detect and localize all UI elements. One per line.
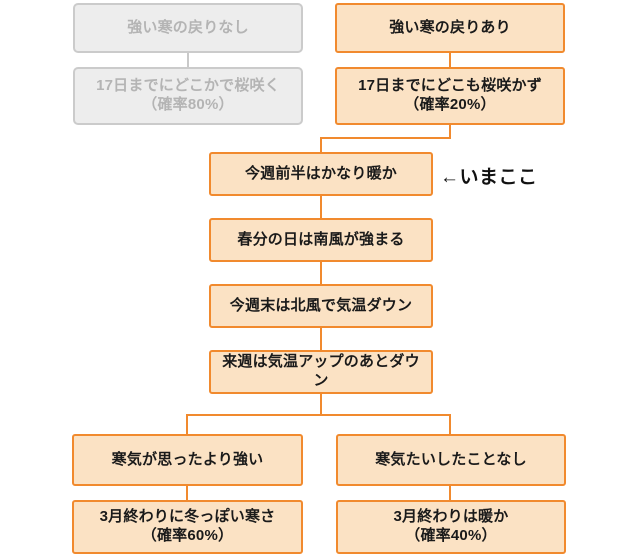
- node-label: 3月終わりは暖か （確率40%）: [393, 508, 509, 544]
- node-label: 来週は気温アップのあとダウン: [222, 353, 420, 389]
- node-label: 強い寒の戻りなし: [127, 18, 249, 36]
- node-strong-cold-return[interactable]: 強い寒の戻りあり: [335, 3, 565, 53]
- connector-branch-left-drop: [186, 414, 188, 434]
- node-label: 今週末は北風で気温ダウン: [229, 296, 413, 314]
- node-sakura-no-bloom[interactable]: 17日までにどこも桜咲かず （確率20%）: [335, 67, 565, 125]
- node-equinox-south-wind[interactable]: 春分の日は南風が強まる: [209, 218, 433, 262]
- connector-second-down-stub: [449, 125, 451, 139]
- node-inactive-sakura-blooms[interactable]: 17日までにどこかで桜咲く （確率80%）: [73, 67, 303, 125]
- node-label: 強い寒の戻りあり: [389, 18, 511, 36]
- connector-inactive-top-to-second: [187, 53, 189, 67]
- node-label: 寒気が思ったより強い: [111, 450, 264, 468]
- connector-weekend-to-nextweek: [320, 328, 322, 350]
- connector-active-top-to-second: [449, 53, 451, 67]
- node-weekend-north-wind[interactable]: 今週末は北風で気温ダウン: [209, 284, 433, 328]
- node-label: 3月終わりに冬っぽい寒さ （確率60%）: [99, 508, 276, 544]
- connector-branch-right-drop: [449, 414, 451, 434]
- node-cold-not-much[interactable]: 寒気たいしたことなし: [336, 434, 566, 486]
- node-label: 今週前半はかなり暖か: [244, 164, 397, 182]
- connector-branch-horizontal: [186, 414, 451, 416]
- connector-equinox-to-weekend: [320, 262, 322, 284]
- node-end-march-warm[interactable]: 3月終わりは暖か （確率40%）: [336, 500, 566, 554]
- node-week-first-half-warm[interactable]: 今週前半はかなり暖か: [209, 152, 433, 196]
- connector-week-to-equinox: [320, 196, 322, 218]
- connector-second-into-week: [320, 137, 322, 152]
- node-cold-stronger[interactable]: 寒気が思ったより強い: [72, 434, 303, 486]
- node-label: 寒気たいしたことなし: [375, 450, 527, 468]
- connector-cold-stronger-to-wintry: [186, 486, 188, 500]
- node-inactive-no-cold-return[interactable]: 強い寒の戻りなし: [73, 3, 303, 53]
- annotation-current-position: ←いまここ: [440, 167, 538, 188]
- connector-cold-weak-to-warm: [449, 486, 451, 500]
- node-label: 17日までにどこかで桜咲く （確率80%）: [96, 77, 280, 113]
- node-next-week-up-down[interactable]: 来週は気温アップのあとダウン: [209, 350, 433, 394]
- node-end-march-wintry[interactable]: 3月終わりに冬っぽい寒さ （確率60%）: [72, 500, 303, 554]
- node-label: 17日までにどこも桜咲かず （確率20%）: [358, 77, 542, 113]
- connector-nextweek-down-stub: [320, 394, 322, 416]
- node-label: 春分の日は南風が強まる: [237, 230, 405, 248]
- connector-second-horizontal: [320, 137, 451, 139]
